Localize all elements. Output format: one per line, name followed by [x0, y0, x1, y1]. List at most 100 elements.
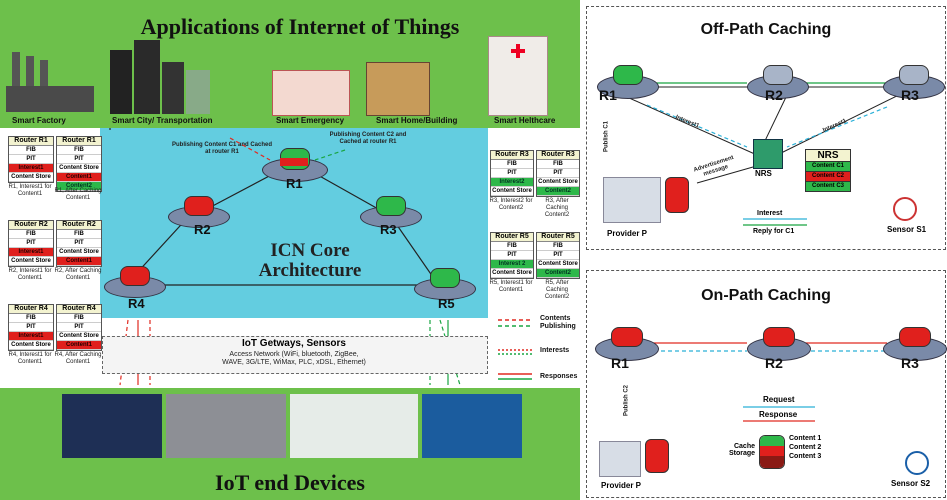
legend-contents: Contents: [540, 315, 571, 322]
on-r3-label: R3: [901, 355, 919, 371]
table-r4-cache: Router R4 FIB PIT Content Store Content1: [56, 304, 102, 351]
nrs-item-1: Content C1: [806, 162, 850, 172]
caption-r5-cache: R5, After Caching Content2: [544, 280, 570, 300]
legend-responses: Responses: [540, 373, 578, 380]
sensor-s1-label: Sensor S1: [887, 225, 927, 234]
cache-content-3: Content 3: [789, 453, 822, 460]
on-response-label: Response: [759, 410, 798, 419]
device-image-3: [290, 394, 418, 458]
on-path-title: On-Path Caching: [701, 287, 831, 304]
city-icon: [110, 40, 210, 114]
cache-content-2: Content 2: [789, 444, 822, 451]
app-label-healthcare: Smart Helthcare: [494, 116, 556, 125]
table-r1-interest: Router R1 FIB PIT Interest1 Content Stor…: [8, 136, 54, 183]
on-r1-router: [595, 327, 659, 361]
off-r3-router: [883, 65, 945, 99]
table-r3-interest: Router R3 FIB PIT Interest2 Content Stor…: [490, 150, 534, 197]
home-icon: [366, 62, 430, 116]
gateway-line-2: WAVE, 3G/LTE, WiMax, PLC, xDSL, Ethernet…: [222, 359, 366, 366]
cache-storage-icon: [759, 435, 785, 469]
nrs-item-3: Content C3: [806, 182, 850, 191]
on-publish-label: Publish C2: [623, 385, 630, 417]
nrs-icon: [753, 139, 783, 169]
off-r1-router: [597, 65, 659, 99]
legend-interests: Interests: [540, 347, 570, 354]
caption-r3-interest: R3, Interest2 for Content2: [489, 198, 533, 211]
table-r5-cache: Router R5 FIB PIT Content Store Content2: [536, 232, 580, 279]
off-publish-label: Publish C1: [603, 121, 610, 153]
off-provider-label: Provider P: [607, 229, 648, 238]
device-image-4: [422, 394, 522, 458]
gateway-box: [102, 336, 488, 374]
device-image-1: [62, 394, 162, 458]
healthcare-icon: [488, 36, 548, 116]
table-r4-interest: Router R4 FIB PIT Interest1 Content Stor…: [8, 304, 54, 351]
app-label-city: Smart City/ Transportation: [112, 116, 213, 125]
on-path-links: [647, 342, 887, 422]
devices-title: IoT end Devices: [215, 470, 365, 495]
icn-core-title-1: ICN Core: [270, 240, 350, 261]
app-label-home: Smart Home/Building: [376, 116, 458, 125]
off-path-title: Off-Path Caching: [700, 21, 832, 38]
on-provider-label: Provider P: [601, 481, 642, 490]
on-path-panel: On-Path Caching R1 R2 R3 Publish C2 Requ…: [586, 270, 947, 498]
iot-diagram: Applications of Internet of Things Smart…: [0, 0, 580, 500]
router-r5: [414, 268, 476, 300]
nrs-box: NRS Content C1 Content C2 Content C3: [805, 149, 851, 192]
on-r2-label: R2: [765, 355, 783, 371]
router-r3: [360, 196, 422, 228]
nrs-item-2: Content C2: [806, 172, 850, 182]
on-r2-router: [747, 327, 811, 361]
on-r1-label: R1: [611, 355, 629, 371]
nrs-label: NRS: [755, 169, 772, 178]
caption-r4-cache: R4, After Caching Content1: [54, 352, 102, 365]
app-label-emergency: Smart Emergency: [276, 116, 345, 125]
emergency-icon: [272, 70, 350, 116]
off-r2-label: R2: [765, 87, 783, 103]
table-r5-interest: Router R5 FIB PIT Interest 2 Content Sto…: [490, 232, 534, 279]
off-r1-label: R1: [599, 87, 617, 103]
sensor-s1-icon: [893, 197, 917, 221]
router-r3-label: R3: [380, 222, 397, 237]
on-provider-storage: [645, 439, 669, 473]
factory-icon: [6, 52, 94, 112]
publishing-c2-note: Publishing Content C2 and Cached at rout…: [329, 132, 407, 145]
app-label-factory: Smart Factory: [12, 116, 66, 125]
device-image-2: [166, 394, 286, 458]
caption-r1-interest: R1, Interest1 for Content1: [8, 184, 52, 197]
caption-r2-interest: R2, Interest1 for Content1: [8, 268, 52, 281]
legend-publishing: Publishing: [540, 323, 576, 330]
off-r2-router: [747, 65, 809, 99]
off-provider-storage: [665, 177, 689, 213]
caption-r2-cache: R2, After Caching Content1: [54, 268, 102, 281]
applications-title: Applications of Internet of Things: [140, 14, 460, 39]
off-reply-label: Reply for C1: [753, 228, 795, 235]
table-r1-cache: Router R1 FIB PIT Content Store Content1…: [56, 136, 102, 192]
router-r5-label: R5: [438, 296, 455, 311]
router-r1-label: R1: [286, 176, 303, 191]
router-r4-label: R4: [128, 296, 145, 311]
off-interest-label: Interest: [757, 210, 783, 217]
router-r2-label: R2: [194, 222, 211, 237]
caption-r1-cache: R1, After Caching Content1: [54, 188, 102, 201]
on-request-label: Request: [763, 395, 795, 404]
router-r4: [104, 266, 166, 298]
cache-storage-label: Cache Storage: [728, 443, 755, 457]
cache-content-1: Content 1: [789, 435, 822, 442]
caption-r4-interest: R4, Interest1 for Content1: [8, 352, 52, 365]
legend-arrows: [498, 319, 532, 380]
on-provider-figure: [599, 441, 641, 477]
table-r2-cache: Router R2 FIB PIT Content Store Content1: [56, 220, 102, 267]
router-r1: [262, 148, 328, 182]
off-provider-figure: [603, 177, 661, 223]
router-r2: [168, 196, 230, 228]
nrs-box-title: NRS: [806, 150, 850, 162]
sensor-s2-icon: [905, 451, 929, 475]
table-r3-cache: Router R3 FIB PIT Content Store Content2: [536, 150, 580, 197]
gateway-line-1: Access Network (WiFi, bluetooth, ZigBee,: [229, 351, 359, 358]
caption-r5-interest: R5, Interest1 for Content1: [489, 280, 533, 293]
publishing-c1-note: Publishing Content C1 and Cached at rout…: [172, 142, 273, 155]
off-path-panel: Off-Path Caching R1 R2 R3 Publish C1 Int…: [586, 6, 946, 250]
caption-r3-cache: R3, After Caching Content2: [544, 198, 570, 218]
gateway-title: IoT Getways, Sensors: [242, 338, 346, 349]
